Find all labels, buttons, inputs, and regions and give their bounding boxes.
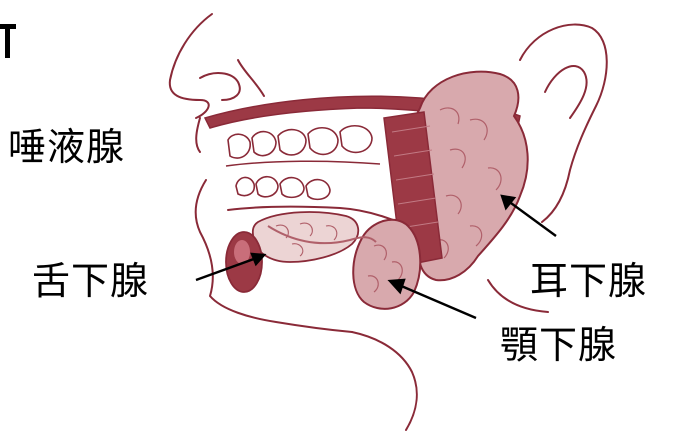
ear-outline [520, 25, 607, 222]
label-parotid-gland: 耳下腺 [530, 262, 647, 300]
upper-teeth [228, 126, 372, 158]
face-profile-line [170, 14, 212, 118]
nostril-line [200, 73, 240, 100]
label-sublingual-gland: 舌下腺 [32, 262, 149, 300]
label-saliva-gland: 唾液腺 [8, 128, 125, 166]
lip-upper [196, 118, 200, 152]
sublingual-gland-shape [253, 212, 358, 262]
submandibular-gland-shape [353, 220, 420, 309]
gum-line [226, 161, 380, 166]
ear-inner [545, 66, 587, 118]
neck-line [352, 332, 417, 430]
cheek-line [238, 60, 264, 96]
label-submandibular-gland: 顎下腺 [500, 326, 617, 364]
lower-teeth [236, 177, 330, 200]
